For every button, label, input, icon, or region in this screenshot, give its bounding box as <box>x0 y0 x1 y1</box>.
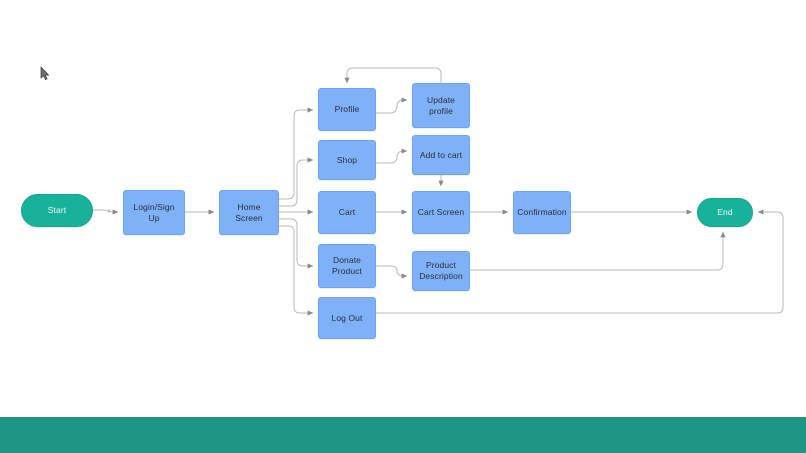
edge-updprofile-profile <box>344 67 442 84</box>
node-end[interactable]: End <box>697 198 753 227</box>
node-add-to-cart[interactable]: Add to cart <box>412 135 470 175</box>
edge-profile-updprofile <box>376 97 408 114</box>
edge-home-donate <box>279 218 314 269</box>
footer-band <box>0 417 806 453</box>
node-start[interactable]: Start <box>21 194 93 227</box>
node-log-out[interactable]: Log Out <box>318 297 376 339</box>
edge-home-profile <box>279 107 314 200</box>
node-login-signup[interactable]: Login/Sign Up <box>123 190 185 235</box>
node-update-profile[interactable]: Update profile <box>412 83 470 128</box>
node-shop[interactable]: Shop <box>318 140 376 180</box>
edge-home-logout <box>279 225 314 316</box>
edge-productdescription-end <box>470 231 726 271</box>
edge-logout-end <box>376 209 784 314</box>
node-home-screen[interactable]: Home Screen <box>219 190 279 235</box>
edge-shop-addtocart <box>376 148 408 164</box>
node-confirmation[interactable]: Confirmation <box>513 191 571 234</box>
node-cart-screen[interactable]: Cart Screen <box>412 191 470 234</box>
edge-start-login <box>93 208 119 215</box>
node-product-description[interactable]: Product Description <box>412 251 470 291</box>
node-cart[interactable]: Cart <box>318 191 376 234</box>
edge-donate-productdescription <box>376 265 408 279</box>
node-donate-product[interactable]: Donate Product <box>318 244 376 288</box>
node-profile[interactable]: Profile <box>318 88 376 131</box>
edge-home-shop <box>279 157 314 207</box>
